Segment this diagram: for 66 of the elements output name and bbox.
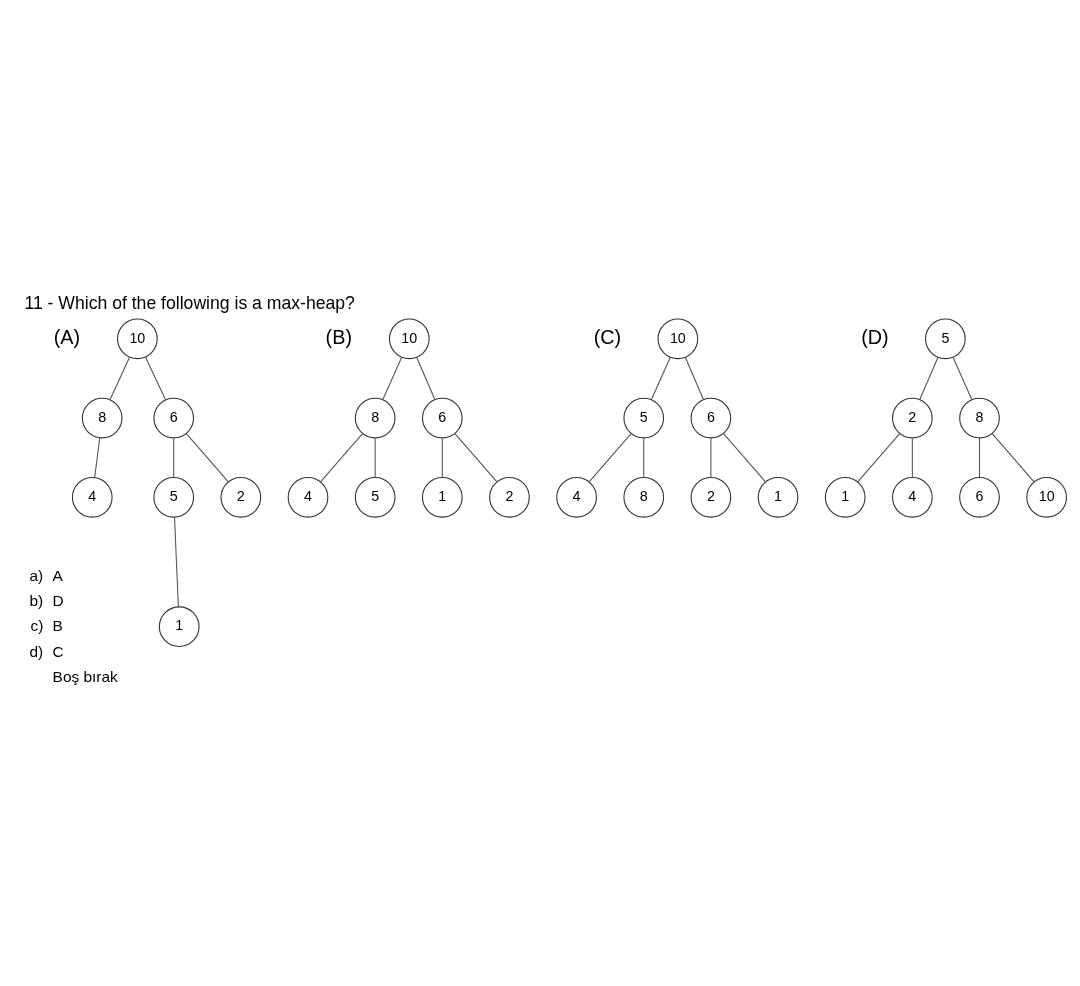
node-circle: 1 [757, 476, 799, 518]
node-circle: 5 [153, 476, 195, 518]
node-circle: 8 [81, 397, 123, 438]
connector [173, 516, 179, 607]
connector [978, 437, 981, 478]
node-circle: 10 [657, 317, 699, 359]
connector [173, 437, 175, 478]
node-circle: 10 [388, 317, 430, 359]
node-circle: 2 [690, 476, 732, 518]
node-circle: 8 [354, 397, 396, 438]
node-circle: 4 [556, 476, 597, 518]
label: (D) [861, 325, 889, 348]
node-circle: 6 [959, 476, 1000, 518]
label: Boş bırak [52, 667, 118, 685]
node-circle: 2 [220, 476, 262, 518]
connector [416, 356, 436, 400]
node-circle: 1 [421, 476, 463, 518]
node-circle: 8 [959, 397, 1000, 438]
node-circle: 6 [421, 397, 463, 438]
connector [441, 437, 443, 478]
connector [454, 432, 498, 482]
label: a) [29, 566, 44, 584]
node-circle: 1 [158, 605, 200, 647]
label: B [52, 616, 63, 634]
label: C [52, 642, 64, 660]
connector [185, 432, 229, 482]
node-circle: 6 [690, 397, 732, 438]
node-circle: 10 [1026, 476, 1067, 518]
connector [684, 356, 704, 400]
label: b) [29, 591, 44, 609]
connector [722, 432, 767, 482]
diagram-title: 11 - Which of the following is a max-heap? [24, 292, 355, 313]
connector [94, 436, 101, 478]
connector [320, 432, 364, 482]
label: D [52, 591, 64, 609]
node-circle: 8 [623, 476, 665, 518]
connector [109, 356, 130, 400]
node-circle: 5 [925, 317, 966, 359]
connector [588, 432, 632, 482]
node-circle: 4 [287, 476, 329, 518]
label: c) [30, 616, 44, 634]
label: A [52, 566, 63, 584]
node-circle: 2 [892, 397, 933, 438]
label: d) [29, 642, 44, 660]
connector [952, 356, 973, 400]
node-circle: 5 [623, 397, 665, 438]
node-circle: 4 [892, 476, 933, 518]
node-circle: 10 [117, 317, 158, 359]
node-circle: 4 [71, 476, 113, 518]
connector [382, 356, 403, 400]
connector [710, 437, 712, 478]
node-circle: 1 [824, 476, 866, 518]
connector [991, 432, 1035, 482]
connector [650, 356, 671, 400]
connector [144, 356, 167, 400]
node-circle: 6 [153, 397, 195, 438]
label: (A) [53, 325, 81, 348]
node-circle: 5 [354, 476, 396, 518]
connector [374, 437, 376, 478]
node-circle: 2 [489, 476, 530, 518]
connector [643, 437, 645, 478]
label: (C) [593, 325, 622, 348]
label: (B) [325, 325, 353, 348]
connector [857, 432, 901, 482]
connector [919, 356, 939, 400]
connector [911, 437, 913, 478]
